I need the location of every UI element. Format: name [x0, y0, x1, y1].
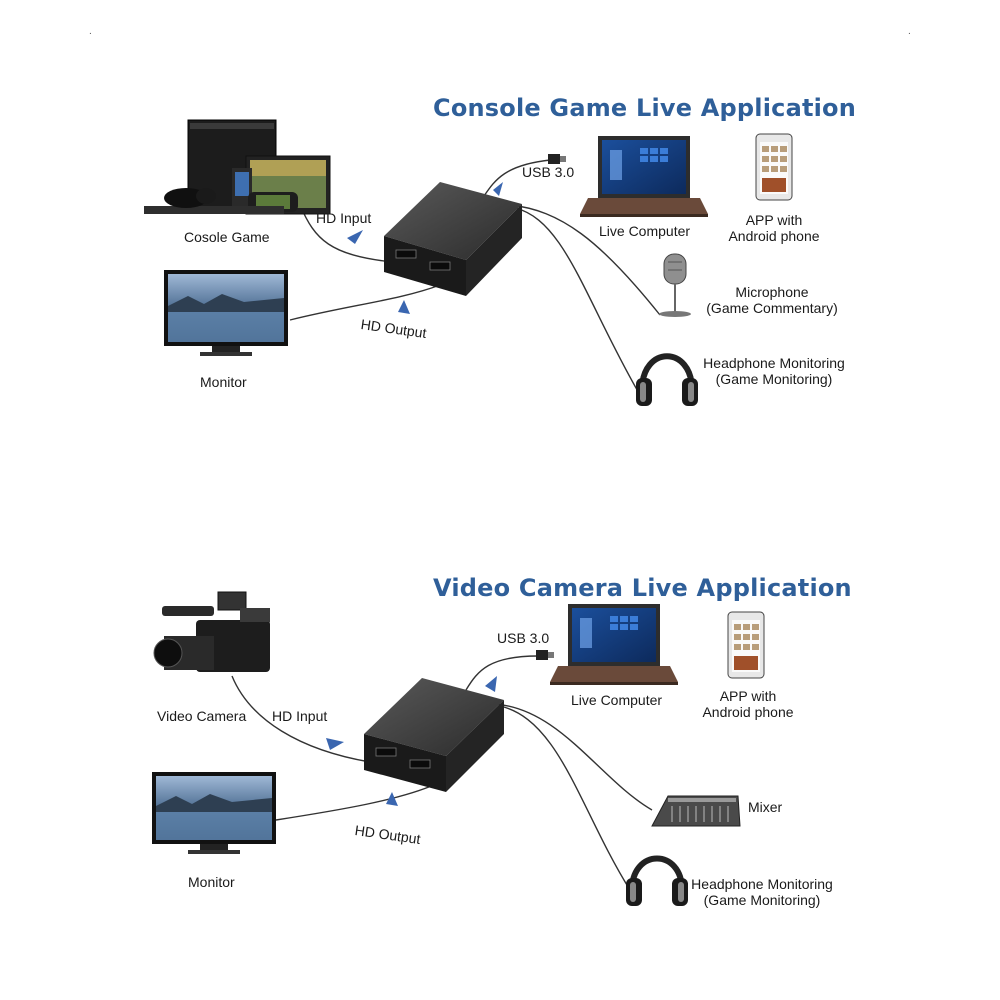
headphones-icon — [636, 353, 698, 406]
usb-plug-icon — [536, 650, 554, 660]
arrow-icon — [485, 676, 497, 692]
console-diagram-graphics — [144, 119, 793, 406]
microphone-cable — [509, 204, 661, 316]
console-game-diagram: . . Console Game Live Application Cosole… — [89, 26, 911, 406]
headphone-cable — [514, 207, 641, 396]
monitor-label: Monitor — [200, 374, 247, 390]
app-label-line1: APP with — [745, 212, 803, 228]
video-camera-diagram: Video Camera Live Application Video Came… — [0, 480, 1000, 980]
smartphone-icon — [755, 133, 793, 201]
console-label: Cosole Game — [184, 229, 270, 245]
mixer-cable — [493, 703, 653, 811]
microphone-label: Microphone (Game Commentary) — [696, 284, 848, 316]
headphones-icon — [626, 855, 688, 906]
usb-label: USB 3.0 — [497, 630, 550, 646]
monitor-label: Monitor — [188, 874, 235, 890]
headphone-label-line2: (Game Monitoring) — [703, 892, 821, 908]
usb-plug-icon — [548, 154, 566, 164]
camera-label: Video Camera — [157, 708, 247, 724]
headphone-label-line2: (Game Monitoring) — [715, 371, 833, 387]
laptop-icon — [550, 604, 678, 685]
cables — [289, 159, 661, 396]
headphone-label: Headphone Monitoring (Game Monitoring) — [682, 876, 842, 908]
video-camera-icon — [153, 591, 270, 672]
app-label: APP with Android phone — [692, 688, 804, 720]
monitor-icon — [152, 772, 276, 854]
app-label: APP with Android phone — [718, 212, 830, 244]
headphone-label: Headphone Monitoring (Game Monitoring) — [694, 355, 854, 387]
game-console-icon — [144, 119, 331, 215]
mixer-label: Mixer — [748, 799, 783, 815]
page-title: Console Game Live Application — [433, 94, 857, 122]
hd-input-label: HD Input — [272, 708, 328, 724]
hd-output-cable — [275, 783, 437, 821]
cables — [231, 655, 653, 891]
microphone-label-line2: (Game Commentary) — [706, 300, 838, 316]
headphone-label-line1: Headphone Monitoring — [691, 876, 833, 892]
laptop-icon — [580, 136, 708, 217]
hd-input-cable — [231, 675, 371, 763]
app-label-line2: Android phone — [702, 704, 794, 720]
usb-label: USB 3.0 — [522, 164, 575, 180]
headphone-label-line1: Headphone Monitoring — [703, 355, 845, 371]
microphone-icon — [659, 253, 691, 317]
arrow-icon — [398, 300, 410, 314]
headphone-cable — [499, 705, 631, 891]
monitor-icon — [164, 270, 288, 356]
capture-box-icon — [384, 182, 522, 296]
arrow-icon — [347, 230, 363, 244]
page-title: Video Camera Live Application — [433, 574, 852, 602]
audio-mixer-icon — [651, 795, 741, 827]
corner-mark: . — [908, 26, 911, 37]
corner-mark: . — [89, 26, 92, 37]
hd-output-cable — [289, 284, 441, 321]
app-label-line2: Android phone — [728, 228, 820, 244]
capture-box-icon — [364, 678, 504, 792]
arrow-icon — [386, 792, 398, 806]
smartphone-icon — [727, 611, 765, 679]
arrow-icon — [493, 182, 503, 196]
hd-input-cable — [299, 204, 393, 263]
microphone-label-line1: Microphone — [735, 284, 809, 300]
app-label-line1: APP with — [719, 688, 777, 704]
camera-diagram-graphics — [152, 591, 765, 906]
arrow-icon — [326, 738, 344, 750]
hd-input-label: HD Input — [316, 210, 372, 226]
usb-cable — [483, 159, 551, 197]
live-computer-label: Live Computer — [599, 223, 691, 239]
usb-cable — [465, 655, 539, 691]
live-computer-label: Live Computer — [571, 692, 663, 708]
